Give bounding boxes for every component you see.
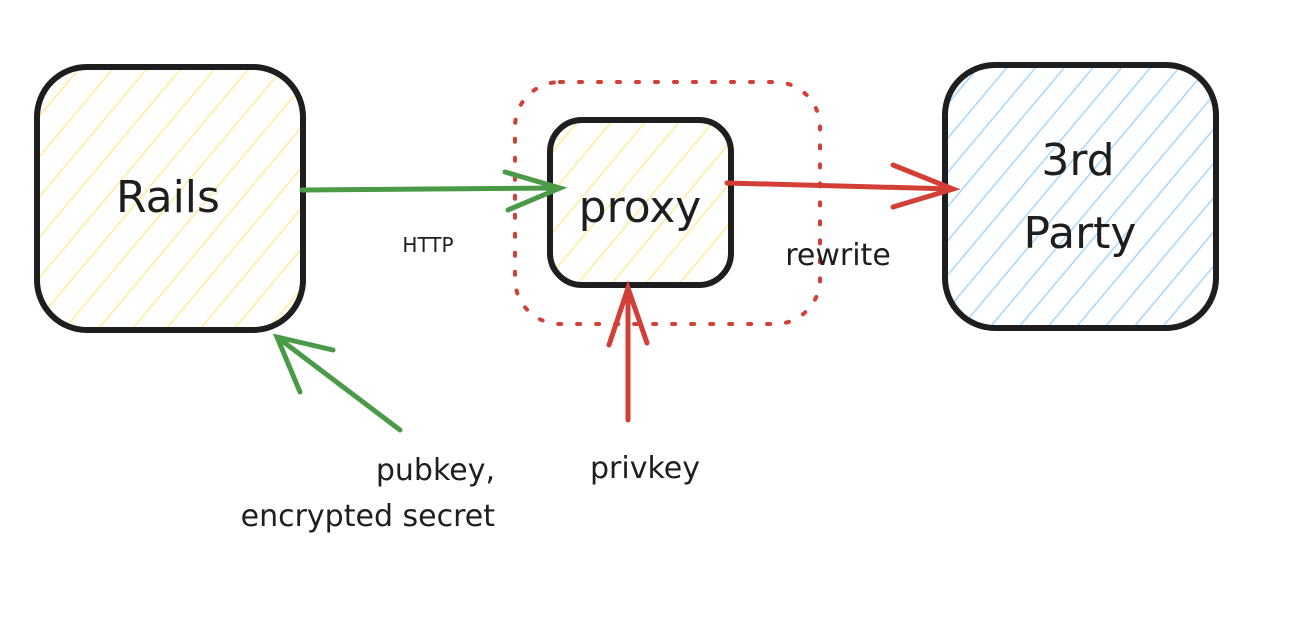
pubkey-label-line1: pubkey, [376,453,495,488]
http-label: HTTP [402,233,453,257]
node-third-party[interactable]: 3rd Party [942,62,1219,331]
pubkey-label-line2: encrypted secret [241,499,496,534]
arrow-pubkey [272,333,403,433]
rails-label: Rails [116,172,220,223]
node-rails[interactable]: Rails [34,64,306,333]
proxy-boundary [513,80,822,326]
third-party-label-line2: Party [1024,208,1137,259]
arrow-rewrite [724,162,961,210]
node-proxy[interactable]: proxy [547,117,734,288]
third-party-label-line1: 3rd [1041,135,1114,186]
proxy-label: proxy [579,182,702,233]
arrow-http [299,169,568,213]
rewrite-label: rewrite [785,238,891,273]
arrow-privkey [606,280,650,423]
privkey-label: privkey [590,451,700,486]
